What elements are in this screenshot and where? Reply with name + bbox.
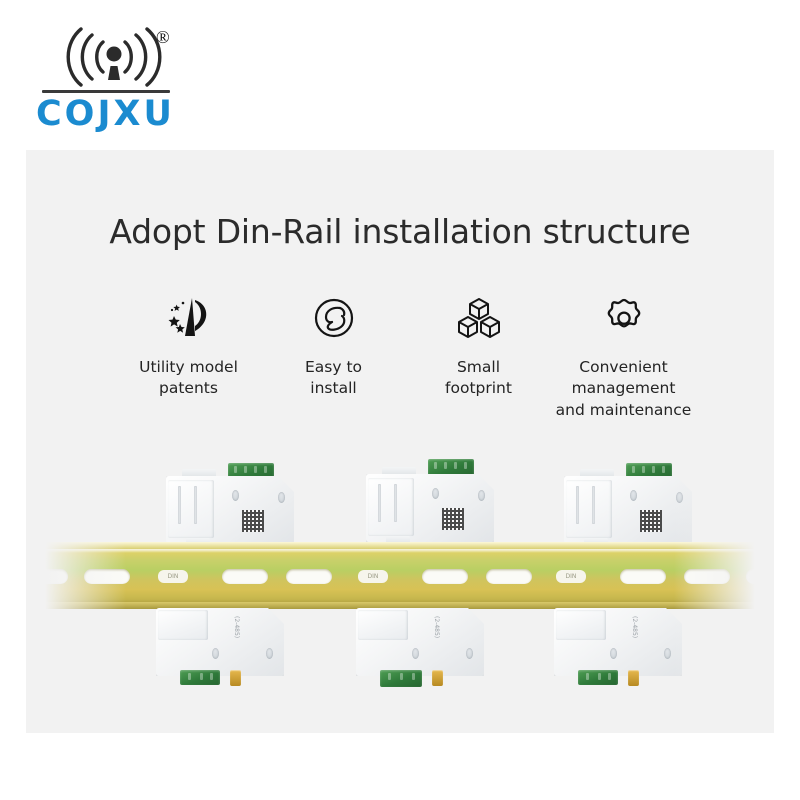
feature-item-utility-model-patents: Utility model patents: [116, 295, 261, 400]
module-clip: [382, 467, 416, 476]
stacked-cubes-icon: [456, 295, 502, 341]
qr-code-label: [640, 510, 662, 532]
green-terminal-block: [228, 463, 274, 480]
rail-stamp: DIN: [158, 570, 188, 583]
module-screw: [412, 648, 419, 659]
sma-antenna-connector: [432, 670, 443, 686]
brand-logo: ® COJXU: [22, 26, 202, 134]
module-model-text: (2-485): [631, 616, 638, 639]
photo-fade-right: [674, 450, 764, 710]
module-front-panel: [556, 610, 606, 640]
registered-trademark-icon: ®: [156, 27, 170, 47]
din-rail-module-bottom: (2-485): [156, 608, 284, 686]
product-photo-din-rail-modules: DIN DIN DIN (2-485): [36, 450, 764, 710]
sma-antenna-connector: [628, 670, 639, 686]
feature-list: Utility model patents Easy to install: [116, 295, 696, 421]
rail-stamp: DIN: [358, 570, 388, 583]
module-clip: [580, 469, 614, 478]
feature-label: Easy to install: [304, 358, 363, 398]
content-card: Adopt Din-Rail installation structure: [26, 150, 774, 733]
feature-label: Convenient management and maintenance: [555, 358, 692, 419]
green-terminal-block: [428, 459, 474, 476]
green-terminal-block: [180, 670, 220, 685]
din-rail-module-top: [564, 463, 692, 547]
module-front-panel: [566, 480, 612, 538]
sma-antenna-connector: [230, 670, 241, 686]
module-screw: [466, 648, 473, 659]
module-screw: [432, 488, 439, 499]
module-screw: [278, 492, 285, 503]
din-rail-module-top: [166, 463, 294, 547]
module-model-text: (2-485): [433, 616, 440, 639]
module-model-text: (2-485): [233, 616, 240, 639]
wrench-circle-icon: [312, 295, 356, 341]
din-rail-module-bottom: (2-485): [356, 608, 484, 687]
module-front-panel: [168, 480, 214, 538]
module-clip: [182, 469, 216, 478]
module-front-panel: [368, 478, 414, 536]
brand-wordmark: COJXU: [36, 94, 175, 134]
rail-stamp: DIN: [556, 570, 586, 583]
module-screw: [630, 490, 637, 501]
module-front-panel: [358, 610, 408, 640]
feature-label: Utility model patents: [139, 358, 238, 398]
green-terminal-block: [380, 670, 422, 687]
din-rail-module-bottom: (2-485): [554, 608, 682, 686]
module-screw: [664, 648, 671, 659]
module-screw: [232, 490, 239, 501]
logo-underline: [42, 90, 170, 93]
module-screw: [212, 648, 219, 659]
din-rail-bottom-lip: [36, 602, 764, 609]
module-rail-clip: [386, 536, 410, 545]
module-front-panel: [158, 610, 208, 640]
photo-fade-left: [36, 450, 126, 710]
green-terminal-block: [578, 670, 618, 685]
din-rail-module-top: [366, 459, 494, 545]
green-terminal-block: [626, 463, 672, 480]
module-screw: [266, 648, 273, 659]
qr-code-label: [242, 510, 264, 532]
module-screw: [478, 490, 485, 501]
feature-item-small-footprint: Small footprint: [406, 295, 551, 400]
feature-item-convenient-management: Convenient management and maintenance: [551, 295, 696, 421]
module-screw: [610, 648, 617, 659]
din-rail-top-lip: [36, 542, 764, 549]
antenna-signal-tower-icon: [30, 26, 180, 88]
patent-emblem-icon: [165, 295, 213, 341]
feature-item-easy-to-install: Easy to install: [261, 295, 406, 400]
gear-icon: [602, 295, 646, 341]
qr-code-label: [442, 508, 464, 530]
page-title: Adopt Din-Rail installation structure: [109, 212, 691, 251]
feature-label: Small footprint: [445, 358, 512, 398]
